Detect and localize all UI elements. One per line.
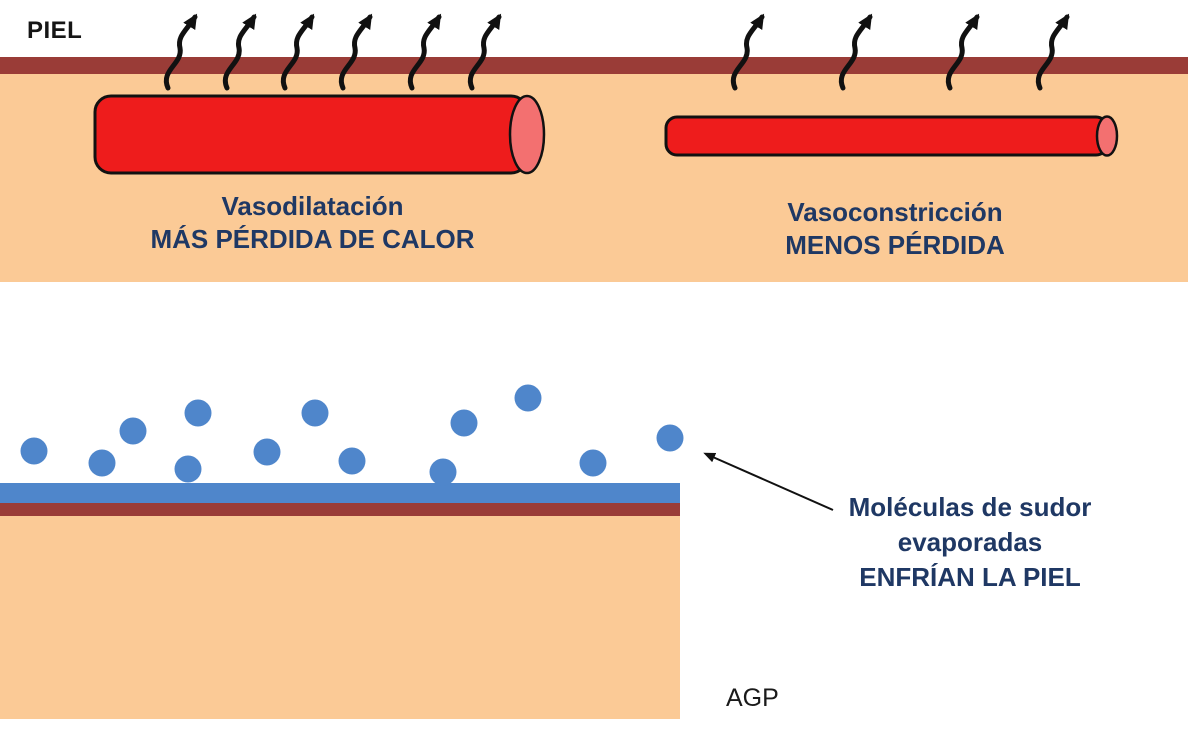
heat-arrow bbox=[730, 13, 765, 91]
sweat-molecule bbox=[119, 417, 147, 445]
sweat-molecule bbox=[301, 399, 329, 427]
heat-arrow bbox=[838, 13, 873, 91]
sweat-caption-line3: ENFRÍAN LA PIEL bbox=[859, 562, 1081, 592]
dilated-vessel-endcap bbox=[508, 94, 546, 175]
heat-arrow bbox=[945, 13, 980, 91]
constricted-vessel-endcap bbox=[1095, 115, 1119, 157]
vasodilation-caption-line2: MÁS PÉRDIDA DE CALOR bbox=[150, 224, 475, 254]
sweat-molecule bbox=[174, 455, 202, 483]
author-credit: AGP bbox=[726, 684, 779, 712]
sweat-caption-line1: Moléculas de sudor bbox=[848, 492, 1092, 522]
vasoconstriction-caption-line2: MENOS PÉRDIDA bbox=[785, 230, 1005, 260]
vasodilation-caption: Vasodilatación MÁS PÉRDIDA DE CALOR bbox=[90, 190, 535, 256]
constricted-vessel-body bbox=[664, 115, 1109, 157]
skin-surface-band-bottom bbox=[0, 503, 680, 516]
dermis-block-bottom bbox=[0, 516, 680, 719]
sweat-molecule bbox=[450, 409, 478, 437]
sweat-molecule bbox=[88, 449, 116, 477]
heat-arrow bbox=[407, 13, 442, 91]
heat-arrow bbox=[1035, 13, 1070, 91]
sweat-caption-arrow bbox=[703, 452, 834, 511]
heat-arrow bbox=[467, 13, 502, 91]
heat-arrow bbox=[338, 13, 373, 91]
sweat-caption: Moléculas de sudor evaporadas ENFRÍAN LA… bbox=[810, 490, 1130, 595]
vasoconstriction-caption: Vasoconstricción MENOS PÉRDIDA bbox=[695, 196, 1095, 262]
sweat-molecule bbox=[579, 449, 607, 477]
heat-arrow bbox=[280, 13, 315, 91]
sweat-molecule bbox=[514, 384, 542, 412]
heat-arrow bbox=[222, 13, 257, 91]
sweat-molecule bbox=[429, 458, 457, 486]
vasodilation-caption-line1: Vasodilatación bbox=[221, 191, 404, 221]
sweat-molecule bbox=[338, 447, 366, 475]
dilated-vessel bbox=[93, 94, 546, 175]
sweat-layer-band bbox=[0, 483, 680, 503]
sweat-molecule bbox=[253, 438, 281, 466]
sweat-caption-line2: evaporadas bbox=[897, 527, 1043, 557]
dilated-vessel-body bbox=[93, 94, 529, 175]
skin-label: PIEL bbox=[27, 17, 83, 44]
sweat-molecule bbox=[656, 424, 684, 452]
constricted-vessel bbox=[664, 115, 1119, 157]
sweat-molecule bbox=[184, 399, 212, 427]
skin-surface-band-top bbox=[0, 57, 1188, 74]
heat-arrows-group bbox=[163, 13, 1070, 91]
sweat-molecules-group bbox=[20, 384, 684, 486]
heat-arrow bbox=[163, 13, 198, 91]
sweat-molecule bbox=[20, 437, 48, 465]
vasoconstriction-caption-line1: Vasoconstricción bbox=[787, 197, 1003, 227]
